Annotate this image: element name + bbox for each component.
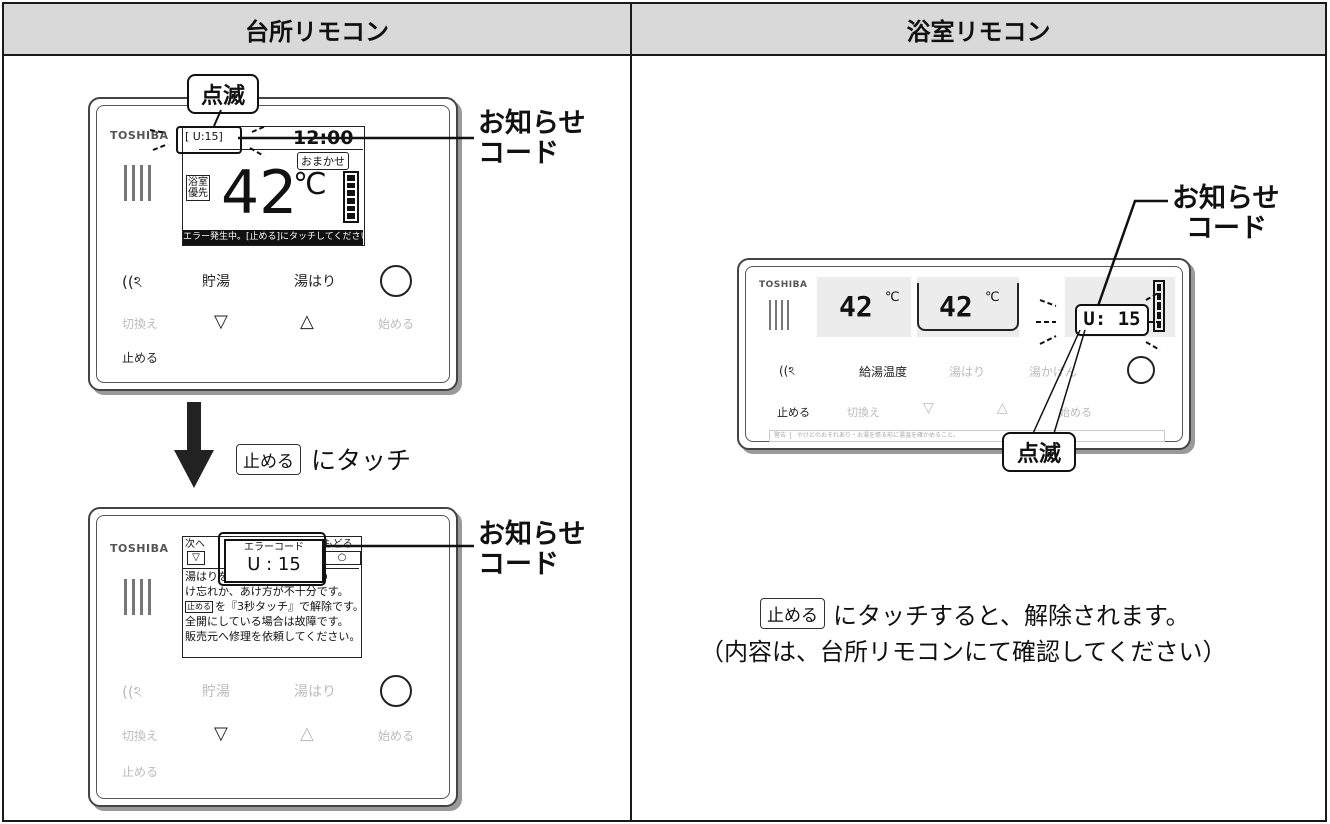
stop-chip: 止める [236,443,301,475]
switch-button[interactable]: 切換え [122,729,159,743]
error-message-bar: エラー発生中。[止める]にタッチしてください。 [183,230,363,245]
bath-temp-2: 42 [939,290,973,323]
brand-logo: TOSHIBA [110,542,169,555]
lcd-screen: [ U:15] 12:00 おまかせ 浴室 優先 42 ℃ エラー発生中。[止め… [182,126,365,246]
start-button[interactable]: 始める [378,317,415,331]
bath-temp-1-unit: ℃ [885,290,900,305]
clock: 12:00 [293,127,354,149]
speaker-grill [769,300,789,330]
kitchen-remote-before: TOSHIBA [ U:15] 12:00 おまかせ 浴室 優先 42 ℃ エラ… [88,97,458,391]
error-msg-line3: 止める を『3秒タッチ』で解除です。 [185,600,364,613]
error-code-highlight [218,532,326,586]
supply-temp-button[interactable]: 給湯温度 [859,365,908,379]
power-circle-button[interactable] [1127,356,1155,384]
down-arrow-head [174,450,214,488]
level-gauge [343,171,359,223]
start-button[interactable]: 始める [378,729,415,743]
power-circle-button[interactable] [380,265,412,297]
error-msg-line4: 全開にしている場合は故障です。 [185,615,349,628]
bath-instruction-line2: （内容は、台所リモコンにて確認してください） [700,638,1227,666]
code-highlight-box [176,126,242,154]
start-button[interactable]: 始める [1059,406,1092,419]
temperature-unit: ℃ [293,167,327,202]
temperature-value: 42 [221,158,298,228]
bath-notice-code: U: 15 [1075,304,1149,336]
column-divider [630,2,632,822]
power-circle-button[interactable] [380,675,412,707]
switch-button[interactable]: 切換え [847,406,880,419]
bath-fill-button[interactable]: 湯はり [294,684,336,700]
bath-notice-code-label: お知らせ コード [1172,183,1280,244]
error-msg-line2: け忘れか、あけ方が不十分です。 [185,585,349,598]
blink-label-bath: 点滅 [1002,432,1076,472]
next-down-button[interactable]: ▽ [187,551,205,565]
stop-button[interactable]: 止める [122,351,159,365]
down-button[interactable]: ▽ [214,311,228,332]
bath-stop-chip: 止める [760,598,825,629]
touch-instruction: 止める にタッチ [236,441,411,477]
hot-water-storage-button[interactable]: 貯湯 [202,684,230,700]
voice-icon[interactable]: ((ঽ [779,364,795,378]
brand-logo: TOSHIBA [759,280,808,290]
bath-priority-badge: 浴室 優先 [186,175,210,201]
warning-strip: 警告 やけどのおそれあり・お湯を張る前に湯温を確かめること。 [769,430,1165,442]
header-kitchen: 台所リモコン [4,4,630,54]
msg-stop-chip: 止める [185,600,213,613]
touch-text: にタッチ [311,446,412,475]
notice-code-display: [ U:15] [185,130,223,143]
bath-adjust-button[interactable]: 湯かげん [1029,365,1078,379]
kitchen-remote-after: TOSHIBA 次へ ▽ もどる ○ 湯はりを停止しました。栓の け忘れか、あけ… [88,507,458,807]
voice-icon[interactable]: ((ঽ [122,683,142,701]
bath-temp-2-unit: ℃ [985,290,1000,305]
down-button[interactable]: ▽ [214,723,228,744]
next-label: 次へ [185,539,205,550]
error-code-box: エラーコード U : 15 [224,539,324,583]
up-button[interactable]: △ [300,723,314,744]
back-label: もどる [323,539,353,550]
up-button[interactable]: △ [997,400,1008,416]
hot-water-storage-button[interactable]: 貯湯 [202,274,230,290]
bath-temp-1: 42 [839,290,873,323]
back-button[interactable]: ○ [323,551,361,565]
switch-button[interactable]: 切換え [122,317,159,331]
bath-temp-2-frame [917,283,1019,331]
down-button[interactable]: ▽ [923,400,934,416]
error-msg-line5: 販売元へ修理を依頼してください。 [185,630,361,643]
speaker-grill [124,165,151,201]
stop-button[interactable]: 止める [777,406,810,419]
bath-fill-button[interactable]: 湯はり [294,274,336,290]
blink-label-kitchen: 点滅 [187,74,259,114]
brand-logo: TOSHIBA [110,129,169,142]
bath-fill-button[interactable]: 湯はり [949,365,986,379]
notice-code-label-2: お知らせ コード [478,519,586,580]
header-bath: 浴室リモコン [632,4,1325,54]
up-button[interactable]: △ [300,311,314,332]
voice-icon[interactable]: ((ঽ [122,273,142,291]
bath-level-gauge [1153,280,1165,332]
notice-code-label-1: お知らせ コード [478,108,586,169]
mode-badge: おまかせ [297,152,349,170]
down-arrow-shaft [187,402,201,452]
speaker-grill [124,579,151,615]
bath-remote: TOSHIBA 42 ℃ 42 ℃ U: 15 ((ঽ 給湯温度 湯はり 湯かげ… [737,258,1191,450]
header-divider [2,54,1327,56]
stop-button[interactable]: 止める [122,765,159,779]
bath-instruction-line1: 止める にタッチすると、解除されます。 [760,596,1190,631]
